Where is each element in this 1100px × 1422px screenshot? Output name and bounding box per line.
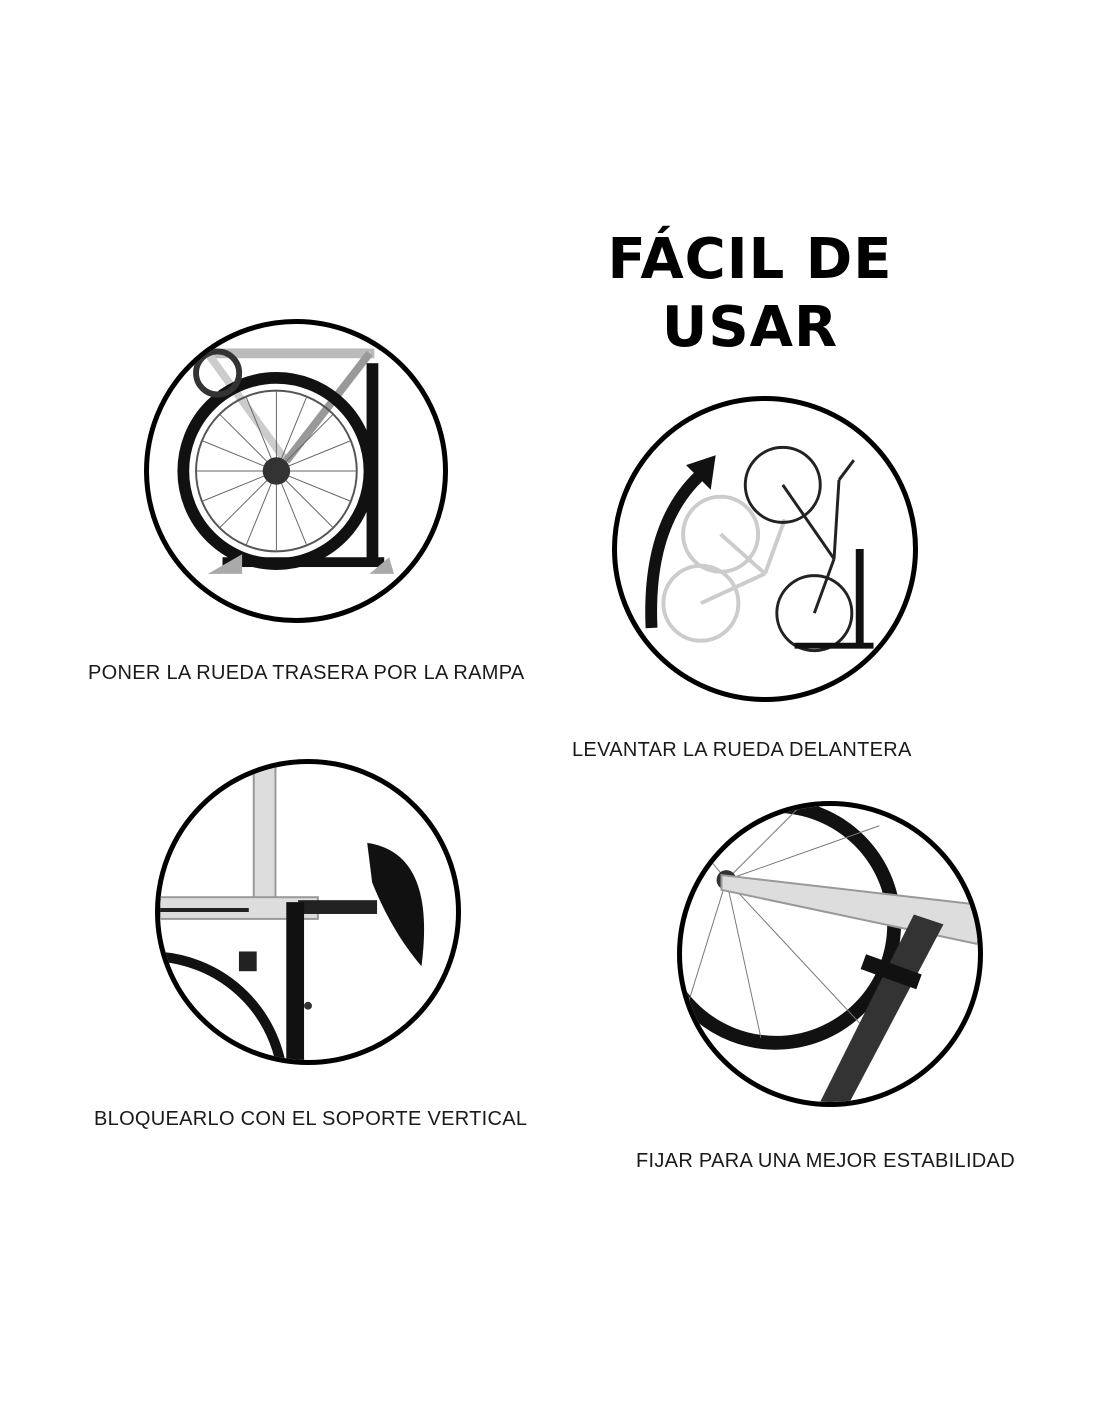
- step-4-image: [677, 801, 983, 1107]
- page-title-line-2: USAR: [661, 295, 839, 360]
- step-1-caption: PONER LA RUEDA TRASERA POR LA RAMPA: [88, 662, 525, 684]
- bike-rear-wheel-ramp-icon: [177, 348, 394, 574]
- page-title: FÁCIL DE USAR: [560, 226, 940, 362]
- step-1-image: [144, 319, 448, 623]
- bike-strap-fix-icon: [682, 806, 978, 1102]
- step-4-caption: FIJAR PARA UNA MEJOR ESTABILIDAD: [636, 1150, 1015, 1172]
- step-2-image: [612, 396, 918, 702]
- bike-vertical-support-lock-icon: [160, 764, 425, 1060]
- page-title-line-1: FÁCIL DE: [607, 227, 893, 292]
- step-3-caption: BLOQUEARLO CON EL SOPORTE VERTICAL: [94, 1108, 528, 1130]
- bike-lift-front-wheel-icon: [645, 445, 874, 653]
- step-3-image: [155, 759, 461, 1065]
- step-2-caption: LEVANTAR LA RUEDA DELANTERA: [572, 739, 912, 761]
